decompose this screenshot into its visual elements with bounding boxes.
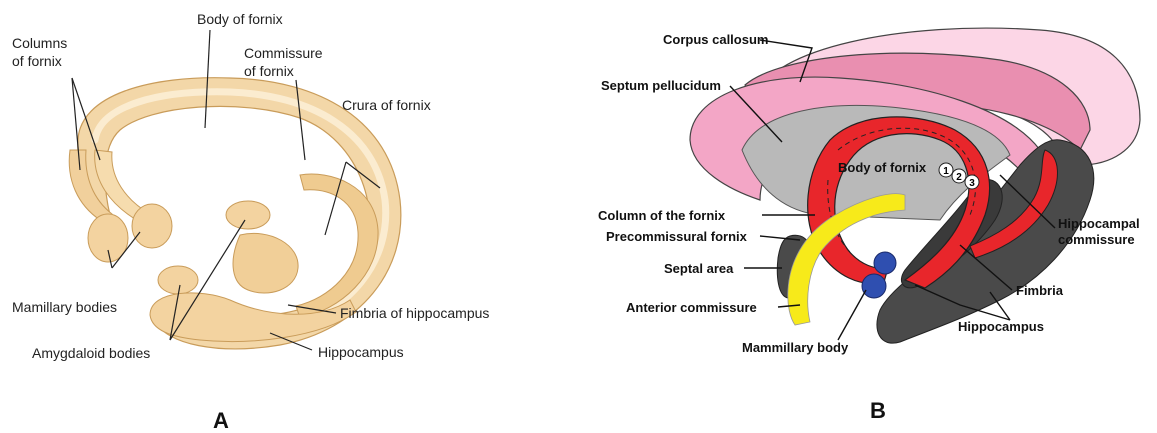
label-hippocampus-a: Hippocampus [318,344,404,360]
label-precommissural-fornix: Precommissural fornix [606,229,748,244]
marker-2-text: 2 [956,172,962,183]
label-columns-line1: Columns [12,35,67,51]
label-septal-area: Septal area [664,261,734,276]
label-hippocampus-b: Hippocampus [958,319,1044,334]
marker-3-text: 3 [969,178,975,189]
hippocampus-shape-a [233,233,298,293]
label-septum-pellucidum: Septum pellucidum [601,78,721,93]
amygdaloid-left [158,266,198,294]
label-corpus-callosum: Corpus callosum [663,32,768,47]
label-amygdaloid-bodies: Amygdaloid bodies [32,345,150,361]
label-commissure-line1: Commissure [244,45,323,61]
label-mammillary-body: Mammillary body [742,340,849,355]
panel-b: 1 2 3 Corpus callosum Septum pellucidum … [598,28,1140,423]
amygdaloid-right [226,201,270,229]
mammillary-body-lower [862,274,886,298]
label-commissure-line2: of fornix [244,63,294,79]
label-column-of-the-fornix: Column of the fornix [598,208,726,223]
panel-letter-b: B [870,398,886,423]
lead-mammillary [838,290,866,340]
label-fimbria-of-hippocampus: Fimbria of hippocampus [340,305,489,321]
mammillary-body-upper [874,252,896,274]
marker-1-text: 1 [943,166,949,177]
label-anterior-commissure: Anterior commissure [626,300,757,315]
label-crura-of-fornix: Crura of fornix [342,97,431,113]
label-hippocampal-commissure-line1: Hippocampal [1058,216,1140,231]
label-fimbria: Fimbria [1016,283,1064,298]
label-body-of-fornix: Body of fornix [197,11,283,27]
label-body-of-fornix-b: Body of fornix [838,160,927,175]
panel-letter-a: A [213,408,229,433]
panel-a: Columns of fornix Body of fornix Commiss… [12,11,489,433]
label-columns-line2: of fornix [12,53,62,69]
label-mamillary-bodies: Mamillary bodies [12,299,117,315]
label-hippocampal-commissure-line2: commissure [1058,232,1135,247]
mamillary-body-right [132,204,172,248]
